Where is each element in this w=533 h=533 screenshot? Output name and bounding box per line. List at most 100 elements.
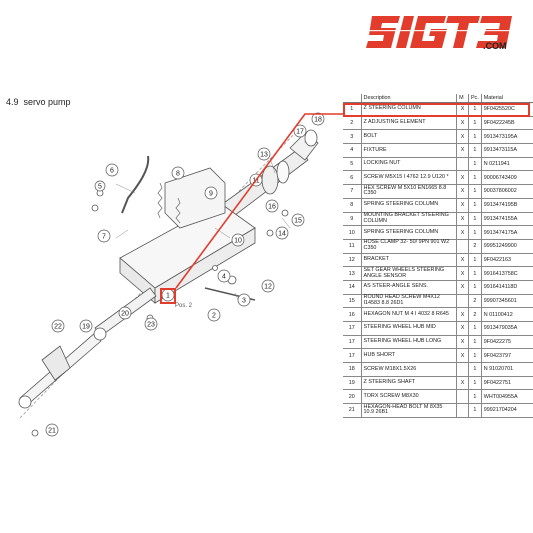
callout-10: 10 bbox=[231, 233, 245, 247]
part-number: 15 bbox=[343, 294, 362, 309]
part-m: X bbox=[456, 116, 469, 131]
part-description: HOSE CLAMP 32- 50/ 9PN 901 W2 C350 bbox=[360, 239, 457, 254]
part-description: Z ADJUSTING ELEMENT bbox=[360, 116, 457, 131]
part-description: BRACKET bbox=[360, 253, 457, 268]
part-description: LOCKING NUT bbox=[360, 157, 457, 172]
part-description: SET GEAR WHEELS STEERING ANGLE SENSOR bbox=[360, 266, 457, 281]
part-m bbox=[456, 294, 469, 309]
part-quantity: 1 bbox=[467, 129, 482, 145]
callout-17: 17 bbox=[293, 124, 307, 138]
part-number: 3 bbox=[343, 129, 362, 145]
svg-text:7: 7 bbox=[102, 234, 106, 241]
col-num bbox=[343, 94, 362, 103]
callout-23: 23 bbox=[144, 317, 158, 331]
part-m bbox=[456, 239, 469, 254]
part-number: 11 bbox=[343, 239, 362, 254]
col-m: M bbox=[456, 94, 469, 103]
part-m: X bbox=[456, 184, 469, 199]
part-material: 9913473195A bbox=[480, 129, 533, 145]
part-material: 99921704204 bbox=[480, 403, 533, 418]
part-material: 9F0422275 bbox=[480, 335, 533, 350]
part-m: X bbox=[456, 225, 469, 240]
part-quantity: 1 bbox=[467, 362, 482, 377]
part-material: 9916413758C bbox=[480, 266, 533, 281]
part-quantity: 1 bbox=[467, 335, 482, 350]
svg-text:18: 18 bbox=[314, 117, 322, 124]
svg-text:10: 10 bbox=[234, 238, 242, 245]
part-m: X bbox=[456, 280, 469, 295]
part-m: X bbox=[456, 253, 469, 268]
part-number: 5 bbox=[343, 157, 362, 172]
part-quantity: 1 bbox=[467, 170, 482, 186]
part-number: 13 bbox=[343, 266, 362, 281]
part-number: 2 bbox=[343, 116, 362, 131]
callout-13: 13 bbox=[257, 147, 271, 161]
part-number: 6 bbox=[343, 170, 362, 186]
part-description: STEERING WHEEL HUB MID bbox=[360, 321, 457, 336]
part-number: 4 bbox=[343, 143, 362, 158]
callout-20: 20 bbox=[118, 306, 132, 320]
part-material: 99907345601 bbox=[480, 294, 533, 309]
part-description: HEXAGON NUT M 4 I 4032 8 R645 bbox=[360, 307, 457, 322]
part-m: X bbox=[456, 321, 469, 336]
svg-text:23: 23 bbox=[147, 322, 155, 329]
part-material: 9913473115A bbox=[480, 143, 533, 158]
part-m: X bbox=[456, 348, 469, 364]
part-quantity: 1 bbox=[467, 403, 482, 418]
part-number: 20 bbox=[343, 389, 362, 405]
part-m: X bbox=[456, 143, 469, 158]
svg-text:3: 3 bbox=[242, 298, 246, 305]
part-number: 17 bbox=[343, 348, 362, 364]
section-number: 4.9 bbox=[6, 97, 19, 107]
part-m: X bbox=[456, 212, 469, 227]
part-description: SCREW M18X1.5X26 bbox=[360, 362, 457, 377]
callout-4: 4 bbox=[217, 269, 231, 283]
part-quantity: 2 bbox=[467, 307, 482, 322]
part-m bbox=[456, 362, 469, 377]
svg-text:1: 1 bbox=[166, 293, 170, 300]
part-material: 9F0423797 bbox=[480, 348, 533, 364]
callout-5: 5 bbox=[94, 180, 106, 192]
part-number: 8 bbox=[343, 198, 362, 213]
part-quantity: 1 bbox=[467, 376, 482, 391]
part-description: FIXTURE bbox=[360, 143, 457, 158]
part-material: 9913474175A bbox=[480, 225, 533, 240]
part-m: X bbox=[456, 307, 469, 322]
pos-note: Pos. 2 bbox=[175, 303, 193, 309]
svg-text:19: 19 bbox=[82, 324, 90, 331]
col-description: Description bbox=[360, 94, 457, 103]
svg-text:5: 5 bbox=[98, 184, 102, 191]
callout-12: 12 bbox=[261, 279, 275, 293]
part-quantity: 1 bbox=[467, 143, 482, 158]
svg-text:12: 12 bbox=[264, 284, 272, 291]
brand-domain: .COM bbox=[483, 41, 507, 51]
part-quantity: 1 bbox=[467, 225, 482, 240]
part-description: Z STEERING SHAFT bbox=[360, 376, 457, 391]
part-number: 9 bbox=[343, 212, 362, 227]
part-quantity: 1 bbox=[467, 280, 482, 295]
part-number: 18 bbox=[343, 362, 362, 377]
part-m: X bbox=[456, 170, 469, 186]
